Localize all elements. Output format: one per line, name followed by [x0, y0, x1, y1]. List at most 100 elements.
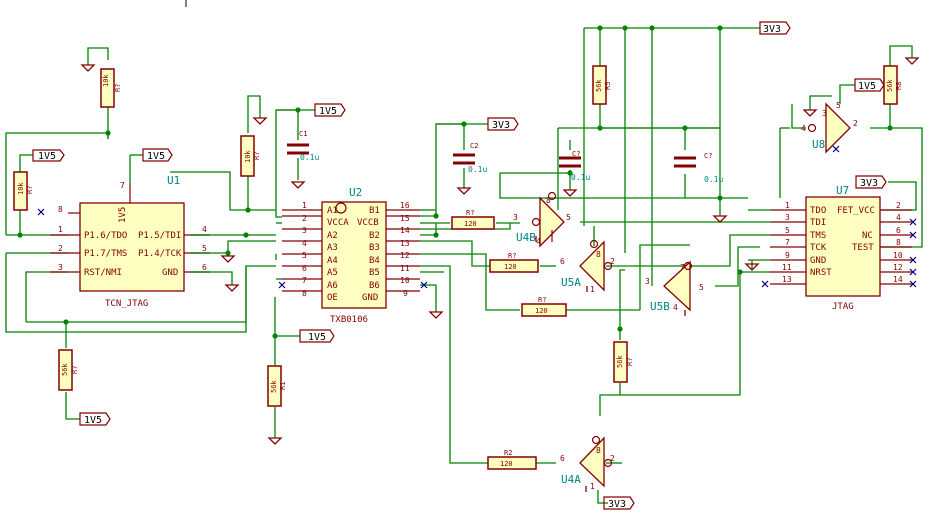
svg-text:R?: R?: [71, 366, 79, 374]
svg-text:14: 14: [893, 275, 903, 284]
svg-text:1: 1: [302, 201, 307, 210]
u7-left-nums: 1 3 5 7 9 11 13: [782, 201, 792, 284]
resistor-r-56k-b[interactable]: 56k R?: [613, 341, 634, 383]
u2-txb0106[interactable]: U2 TXB0106 A1 VCCA A2 A3 A4 A5 A6 OE B1 …: [282, 186, 420, 325]
svg-text:8: 8: [546, 196, 551, 205]
svg-text:8: 8: [596, 446, 601, 455]
svg-text:1: 1: [590, 285, 595, 294]
resistor-r-10k-a[interactable]: 10k R?: [100, 68, 122, 108]
u1-pin-num-5: 5: [202, 244, 207, 253]
svg-text:10k: 10k: [244, 150, 252, 163]
buffer-u4a[interactable]: U4A 6 2 8 1: [560, 435, 615, 492]
u7-left-labels: TDO TDI TMS TCK GND NRST: [810, 206, 832, 278]
buffer-u5b[interactable]: U5B 3 5 7 4: [645, 260, 704, 313]
svg-text:10k: 10k: [17, 182, 25, 195]
u1-pin-p15-tdi: P1.5/TDI: [138, 231, 181, 241]
svg-text:3: 3: [785, 213, 790, 222]
resistor-r1-56k[interactable]: 56k R1: [267, 365, 287, 407]
svg-text:56k: 56k: [61, 363, 69, 376]
u1-pin-p17-tms: P1.7/TMS: [84, 249, 127, 259]
u2-pin-b2: B2: [369, 231, 380, 241]
svg-text:1V5: 1V5: [147, 151, 165, 162]
svg-text:1V5: 1V5: [84, 415, 102, 426]
resistor-r-10k-b[interactable]: 10k R?: [13, 171, 34, 211]
svg-text:C1: C1: [299, 130, 307, 138]
u2-left-nums: 1 2 3 4 5 6 7 8: [302, 201, 307, 298]
svg-text:12: 12: [893, 263, 903, 272]
svg-text:6: 6: [896, 226, 901, 235]
u2-pin-a6: A6: [327, 281, 338, 291]
u2-ref: U2: [349, 186, 362, 199]
svg-text:4: 4: [801, 124, 806, 133]
u1-pin-num-3: 3: [58, 263, 63, 272]
power-label-1v5-f: 1V5: [854, 78, 885, 92]
svg-text:C2: C2: [470, 142, 478, 150]
resistor-r-10k-c[interactable]: 10k R?: [240, 135, 261, 177]
resistor-r-120-b[interactable]: 120 R?: [489, 252, 539, 273]
svg-text:120: 120: [504, 263, 517, 271]
capacitor-c-b[interactable]: C? 0.1u: [674, 152, 723, 184]
wires: [5, 27, 923, 504]
power-label-3v3-a: 3V3: [487, 117, 519, 131]
power-label-1v5-a: 1V5: [32, 149, 65, 162]
u7-ref: U7: [836, 184, 849, 197]
svg-text:3V3: 3V3: [608, 499, 626, 510]
u1-tcn-jtag[interactable]: U1 TCN_JTAG 7 1V5 8 1 2 3 P1.6/TDO P1.7/…: [50, 174, 210, 309]
svg-text:2: 2: [853, 119, 858, 128]
svg-text:5: 5: [836, 101, 841, 110]
u2-pin-a4: A4: [327, 256, 338, 266]
resistor-r2-120[interactable]: 120 R2: [487, 449, 537, 470]
svg-text:TDO: TDO: [810, 206, 826, 216]
svg-text:5: 5: [566, 213, 571, 222]
u2-pin-a2: A2: [327, 231, 338, 241]
buffer-u5a[interactable]: U5A 6 2 8 1: [560, 239, 615, 295]
buffer-u8[interactable]: U8 4 2 5 3: [801, 101, 858, 154]
svg-text:14: 14: [400, 226, 410, 235]
svg-text:R5: R5: [604, 82, 612, 90]
u2-name: TXB0106: [330, 315, 368, 325]
svg-text:C?: C?: [572, 150, 580, 158]
svg-text:2: 2: [302, 214, 307, 223]
svg-text:8: 8: [596, 250, 601, 259]
buffer-u5b-ref: U5B: [650, 300, 670, 313]
svg-text:56k: 56k: [616, 355, 624, 368]
resistor-r8-56k[interactable]: 56k R8: [883, 65, 903, 105]
svg-text:R2: R2: [504, 449, 512, 457]
u7-right-nums: 2 4 6 8 10 12 14: [893, 201, 903, 284]
resistor-r-120-c[interactable]: 120 R?: [521, 296, 567, 317]
svg-text:R?: R?: [538, 296, 546, 304]
svg-text:7: 7: [302, 276, 307, 285]
svg-text:10k: 10k: [102, 74, 110, 87]
u7-right-labels: FET_VCC NC TEST: [837, 206, 875, 253]
no-connect-markers: [37, 208, 917, 289]
u2-pin-vcca: VCCA: [327, 218, 349, 228]
svg-text:8: 8: [302, 289, 307, 298]
svg-text:7: 7: [785, 238, 790, 247]
buffer-u4b[interactable]: U4B 3 5 8 4: [513, 191, 571, 248]
svg-text:NRST: NRST: [810, 268, 832, 278]
power-label-1v5-b: 1V5: [142, 148, 173, 162]
resistor-r-56k-a[interactable]: 56k R?: [58, 349, 79, 391]
capacitor-c2[interactable]: C2 0.1u: [453, 142, 487, 174]
svg-text:2: 2: [610, 257, 615, 266]
svg-text:1V5: 1V5: [308, 332, 326, 343]
capacitor-c1[interactable]: C1 0.1u: [287, 130, 319, 162]
power-label-3v3-c: 3V3: [855, 175, 887, 189]
svg-text:7: 7: [680, 263, 685, 272]
svg-text:2: 2: [896, 201, 901, 210]
svg-text:13: 13: [400, 239, 410, 248]
svg-text:16: 16: [400, 201, 410, 210]
u7-jtag[interactable]: U7 JTAG TDO TDI TMS TCK GND NRST FET_VCC…: [770, 184, 912, 312]
resistor-r-120-a[interactable]: 120 R?: [451, 209, 495, 230]
svg-text:4: 4: [302, 239, 307, 248]
svg-text:15: 15: [400, 214, 410, 223]
svg-text:R1: R1: [279, 382, 287, 390]
resistor-r5-56k[interactable]: 56k R5: [592, 65, 612, 105]
u2-pin-gnd: GND: [362, 293, 378, 303]
svg-text:9: 9: [403, 289, 408, 298]
u2-pin-a3: A3: [327, 243, 338, 253]
svg-text:3: 3: [302, 226, 307, 235]
capacitor-c-a[interactable]: C? 0.1u: [559, 150, 590, 182]
svg-text:FET_VCC: FET_VCC: [837, 206, 875, 216]
svg-text:4: 4: [536, 237, 541, 246]
